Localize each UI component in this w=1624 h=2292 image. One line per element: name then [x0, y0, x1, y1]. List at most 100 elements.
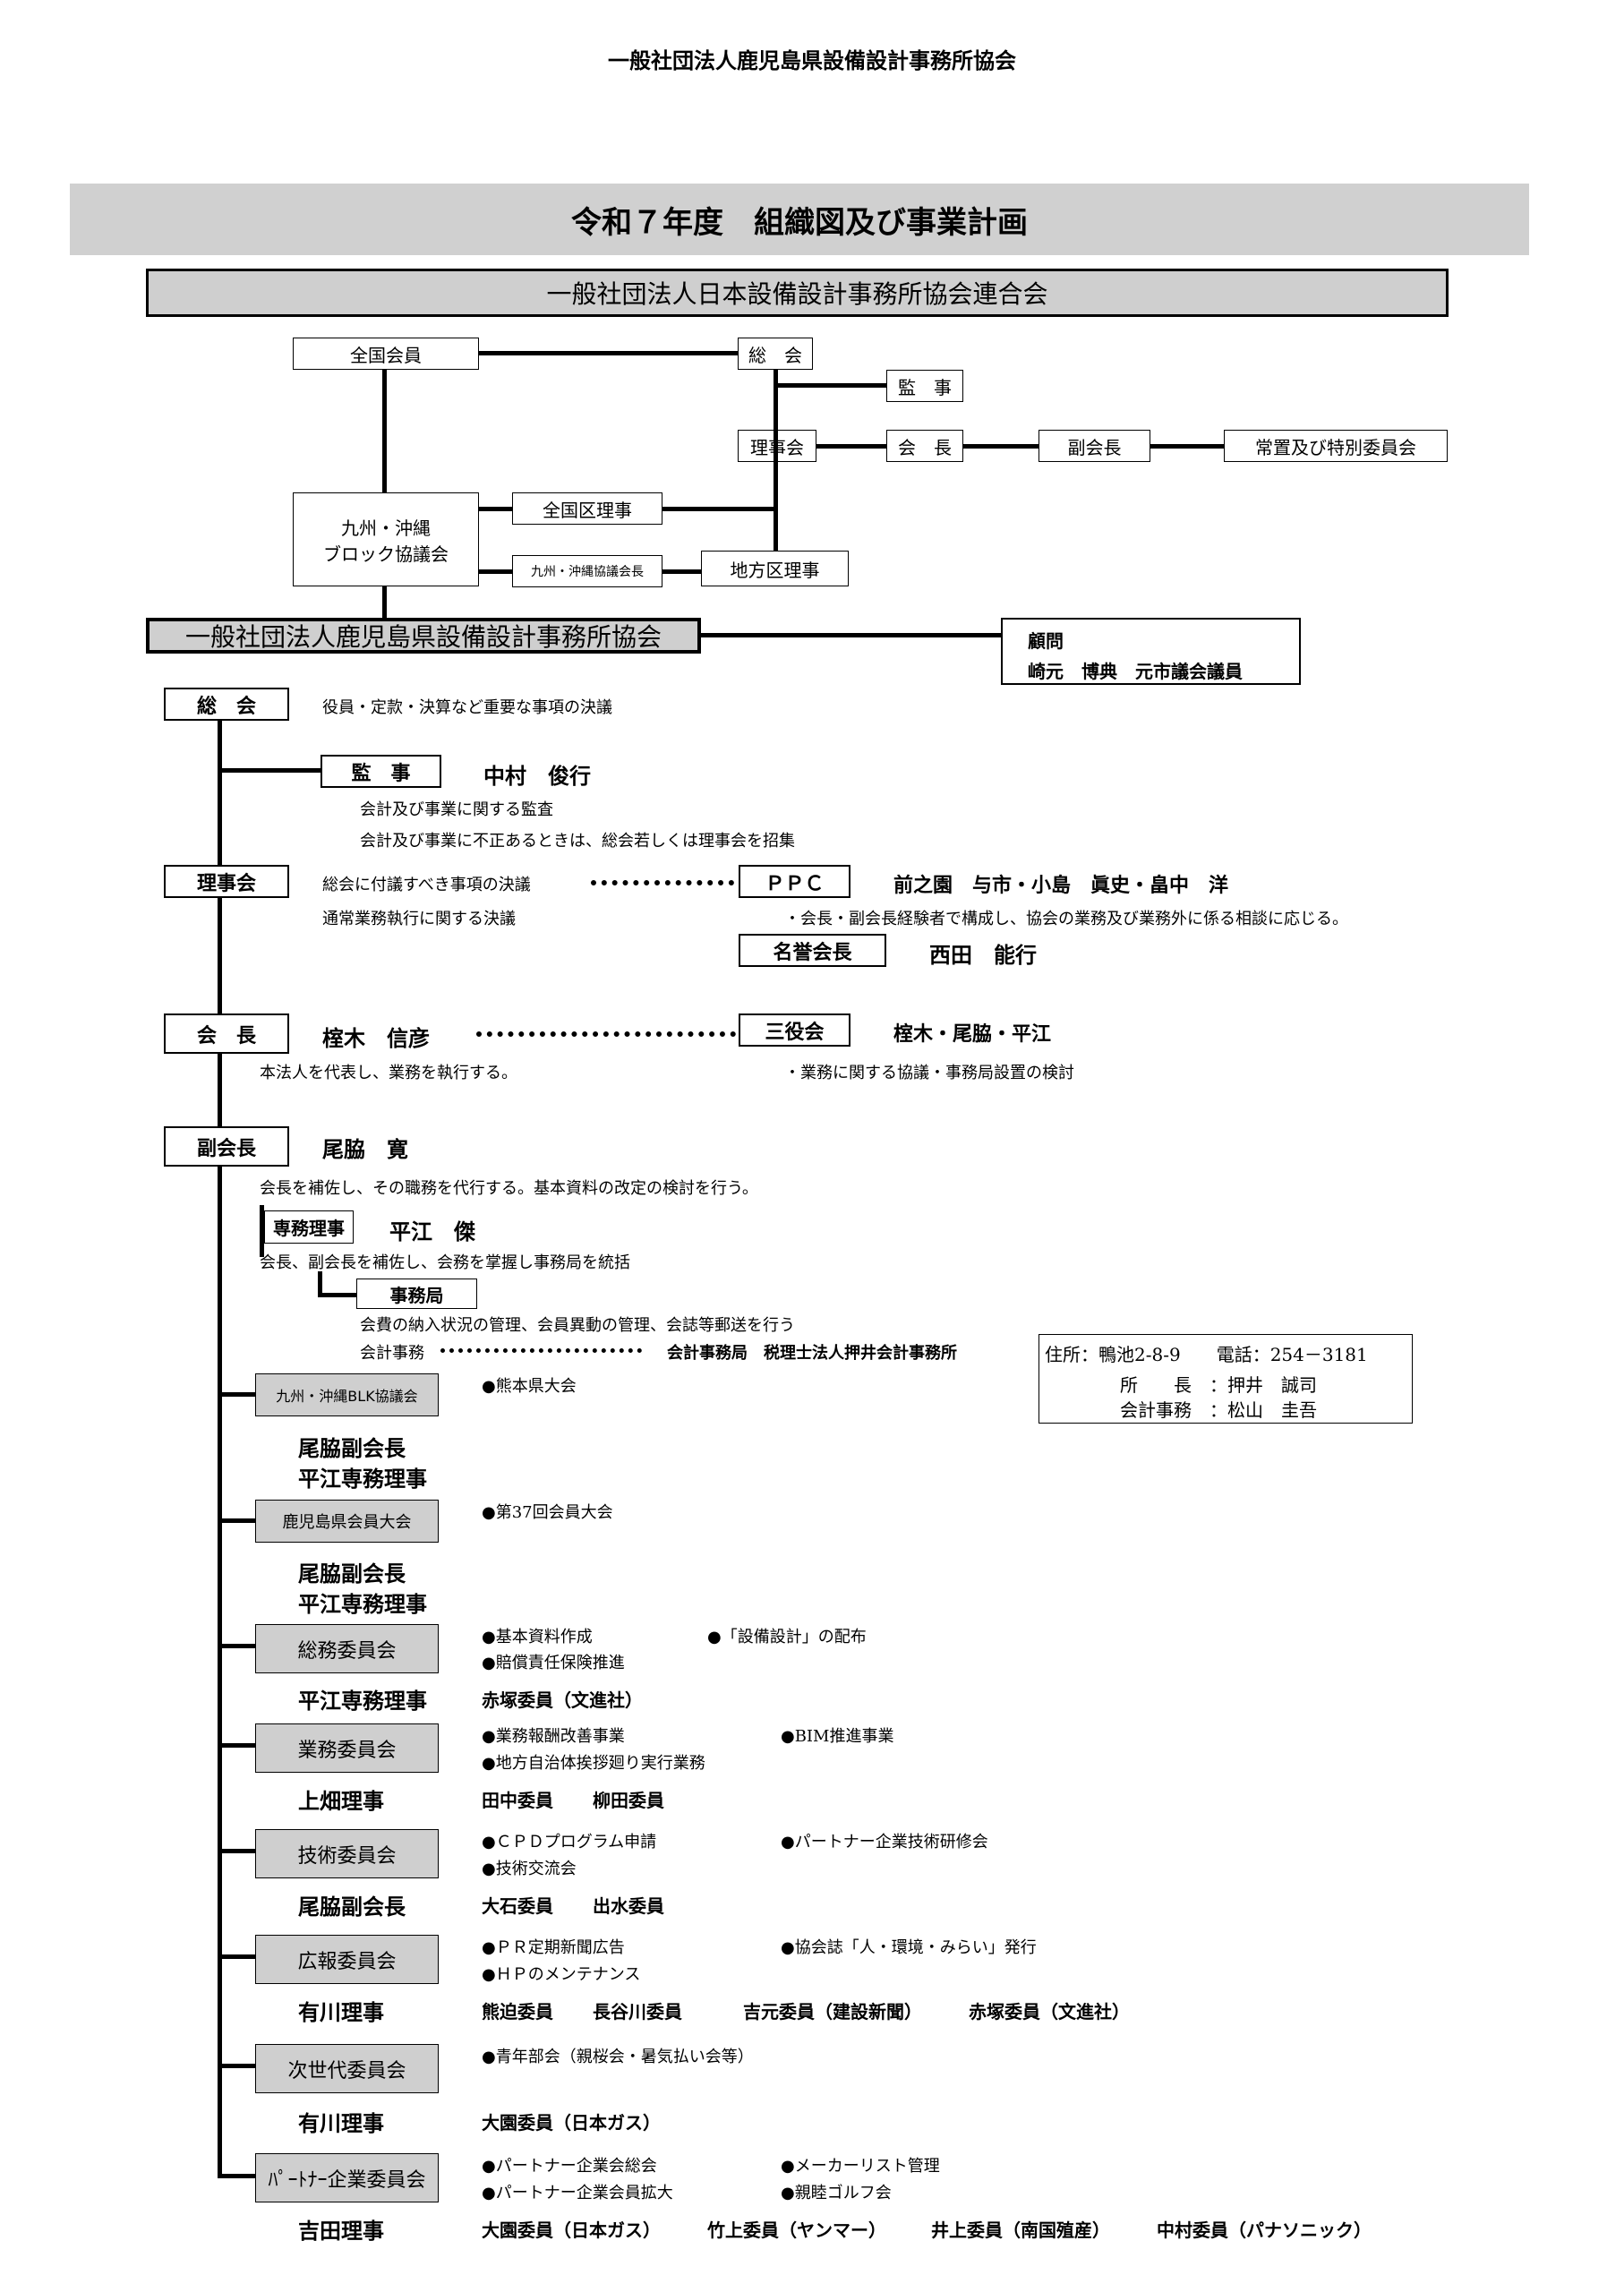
national-iinkai: 常置及び特別委員会 — [1224, 430, 1448, 462]
label: ＰＰＣ — [765, 872, 825, 895]
local-association-box: 一般社団法人鹿児島県設備設計事務所協会 — [146, 618, 701, 654]
address-box: 住所：鴨池2-8-9 電話：254－3181 所 長 ：押井 誠司 会計事務 ：… — [1039, 1334, 1413, 1424]
committee-member: 赤塚委員（文進社） — [482, 1689, 643, 1711]
label: 専務理事 — [273, 1218, 345, 1239]
committee-member: 熊迫委員 — [482, 2001, 553, 2023]
label: 技術委員会 — [297, 1844, 397, 1868]
committee-leader: 尾脇副会長 — [298, 1436, 406, 1461]
label: 業務委員会 — [297, 1739, 397, 1762]
main-spine — [218, 721, 222, 2178]
label: 三役会 — [765, 1021, 825, 1044]
ppc-members: 前之園 与市・小島 眞史・畠中 洋 — [893, 875, 1229, 897]
label: 監 事 — [898, 376, 952, 398]
committee-item: ●協会誌「人・環境・みらい」発行 — [781, 1938, 1037, 1957]
connector — [774, 383, 886, 388]
jimukyoku-desc: 会費の納入状況の管理、会員異動の管理、会誌等郵送を行う — [360, 1316, 795, 1335]
committee-item: ●業務報酬改善事業 — [482, 1727, 625, 1746]
fukukaicho-box: 副会長 — [164, 1126, 289, 1167]
national-block: 九州・沖縄 ブロック協議会 — [293, 492, 479, 586]
committee-member: 大石委員 — [482, 1895, 553, 1917]
connector — [774, 370, 778, 551]
label: 総務委員会 — [297, 1639, 397, 1663]
committee-leader: 尾脇副会長 — [298, 1894, 406, 1920]
committee-item: ●ＨＰのメンテナンス — [482, 1965, 641, 1984]
dotted-connector — [591, 880, 734, 885]
connector — [218, 1954, 255, 1959]
meiyo-box: 名誉会長 — [739, 934, 886, 967]
label: ﾊﾟｰﾄﾅｰ企業委員会 — [268, 2168, 426, 2192]
committee-box-gijutsu: 技術委員会 — [255, 1829, 439, 1878]
committee-item: ●ＰＲ定期新聞広告 — [482, 1938, 625, 1957]
committee-box-somu: 総務委員会 — [255, 1624, 439, 1673]
dotted-connector — [476, 1031, 736, 1037]
connector — [318, 1293, 358, 1297]
connector — [963, 444, 1039, 449]
committee-leader: 吉田理事 — [298, 2219, 384, 2244]
dotted-connector — [440, 1348, 642, 1353]
komon-box: 顧問 崎元 博典 元市議会議員 — [1001, 618, 1301, 685]
rijikai-box: 理事会 — [164, 865, 289, 898]
connector — [479, 569, 512, 574]
sanyaku-desc: ・業務に関する協議・事務局設置の検討 — [784, 1064, 1074, 1082]
connector — [1150, 444, 1224, 449]
committee-box-koho: 広報委員会 — [255, 1935, 439, 1984]
label: 常置及び特別委員会 — [1255, 436, 1416, 458]
label: 事務局 — [389, 1284, 444, 1306]
committee-member: 竹上委員（ヤンマー） — [707, 2219, 886, 2241]
committee-box-jisedai: 次世代委員会 — [255, 2044, 439, 2093]
national-zenkoku-riji: 全国区理事 — [512, 492, 662, 525]
committee-leader: 有川理事 — [298, 2000, 384, 2025]
label: 全国会員 — [350, 344, 422, 366]
sanyaku-box: 三役会 — [739, 1013, 850, 1047]
label: 全国区理事 — [543, 499, 632, 521]
label: 地方区理事 — [730, 559, 820, 581]
committee-member: 出水委員 — [593, 1895, 664, 1917]
connector — [218, 1849, 255, 1853]
shocho-line: 所 長 ：押井 誠司 — [1120, 1374, 1317, 1396]
label: 理事会 — [196, 872, 256, 895]
rijikai-desc2: 通常業務執行に関する決議 — [322, 910, 516, 928]
label: 副会長 — [1067, 436, 1122, 458]
fukukaicho-desc: 会長を補佐し、その職務を代行する。基本資料の改定の検討を行う。 — [260, 1179, 758, 1198]
connector — [662, 507, 775, 511]
committee-leader: 上畑理事 — [298, 1789, 384, 1814]
connector — [218, 1743, 255, 1748]
fukukaicho-name: 尾脇 寛 — [322, 1137, 408, 1162]
label: 九州・沖縄協議会長 — [531, 565, 644, 579]
header-org: 一般社団法人鹿児島県設備設計事務所協会 — [608, 48, 1016, 73]
page-title: 令和７年度 組織図及び事業計画 — [571, 204, 1028, 241]
jimuriji-box: 専務理事 — [264, 1210, 354, 1244]
committee-leader: 平江専務理事 — [298, 1689, 427, 1714]
committee-item: ●基本資料作成 — [482, 1628, 593, 1646]
connector — [218, 1392, 255, 1397]
label: 次世代委員会 — [287, 2059, 406, 2082]
jimukyoku-box: 事務局 — [356, 1279, 477, 1309]
label-line2: ブロック協議会 — [323, 543, 449, 565]
connector — [479, 351, 738, 355]
committee-member: 赤塚委員（文進社） — [969, 2001, 1130, 2023]
committee-item: ●賠償責任保険推進 — [482, 1654, 625, 1672]
committee-member: 井上委員（南国殖産） — [931, 2219, 1110, 2241]
national-kyogi-kaicho: 九州・沖縄協議会長 — [512, 555, 662, 587]
kaikei-label: 会計事務 — [360, 1344, 424, 1363]
kanji-name: 中村 俊行 — [483, 764, 591, 789]
national-kanji: 監 事 — [886, 370, 963, 402]
committee-item: ●親睦ゴルフ会 — [781, 2184, 892, 2202]
label: 九州・沖縄BLK協議会 — [276, 1388, 418, 1405]
sokai-desc: 役員・定款・決算など重要な事項の決議 — [322, 698, 612, 717]
jimuriji-name: 平江 傑 — [389, 1219, 475, 1244]
connector — [218, 1518, 255, 1523]
committee-member: 柳田委員 — [593, 1790, 664, 1811]
committee-leader: 平江専務理事 — [298, 1592, 427, 1617]
committee-item: ●青年部会（親桜会・暑気払い会等） — [482, 2048, 754, 2066]
kanji-box: 監 事 — [321, 755, 441, 788]
committee-member: 中村委員（パナソニック） — [1157, 2219, 1372, 2241]
label: 副会長 — [196, 1137, 256, 1160]
committee-leader: 有川理事 — [298, 2111, 384, 2136]
label: 鹿児島県会員大会 — [282, 1513, 412, 1532]
connector — [662, 569, 701, 574]
label: 会 長 — [196, 1024, 256, 1048]
komon-name: 崎元 博典 元市議会議員 — [1028, 661, 1243, 682]
committee-item: ●第37回会員大会 — [482, 1503, 613, 1522]
connector — [218, 2064, 255, 2068]
